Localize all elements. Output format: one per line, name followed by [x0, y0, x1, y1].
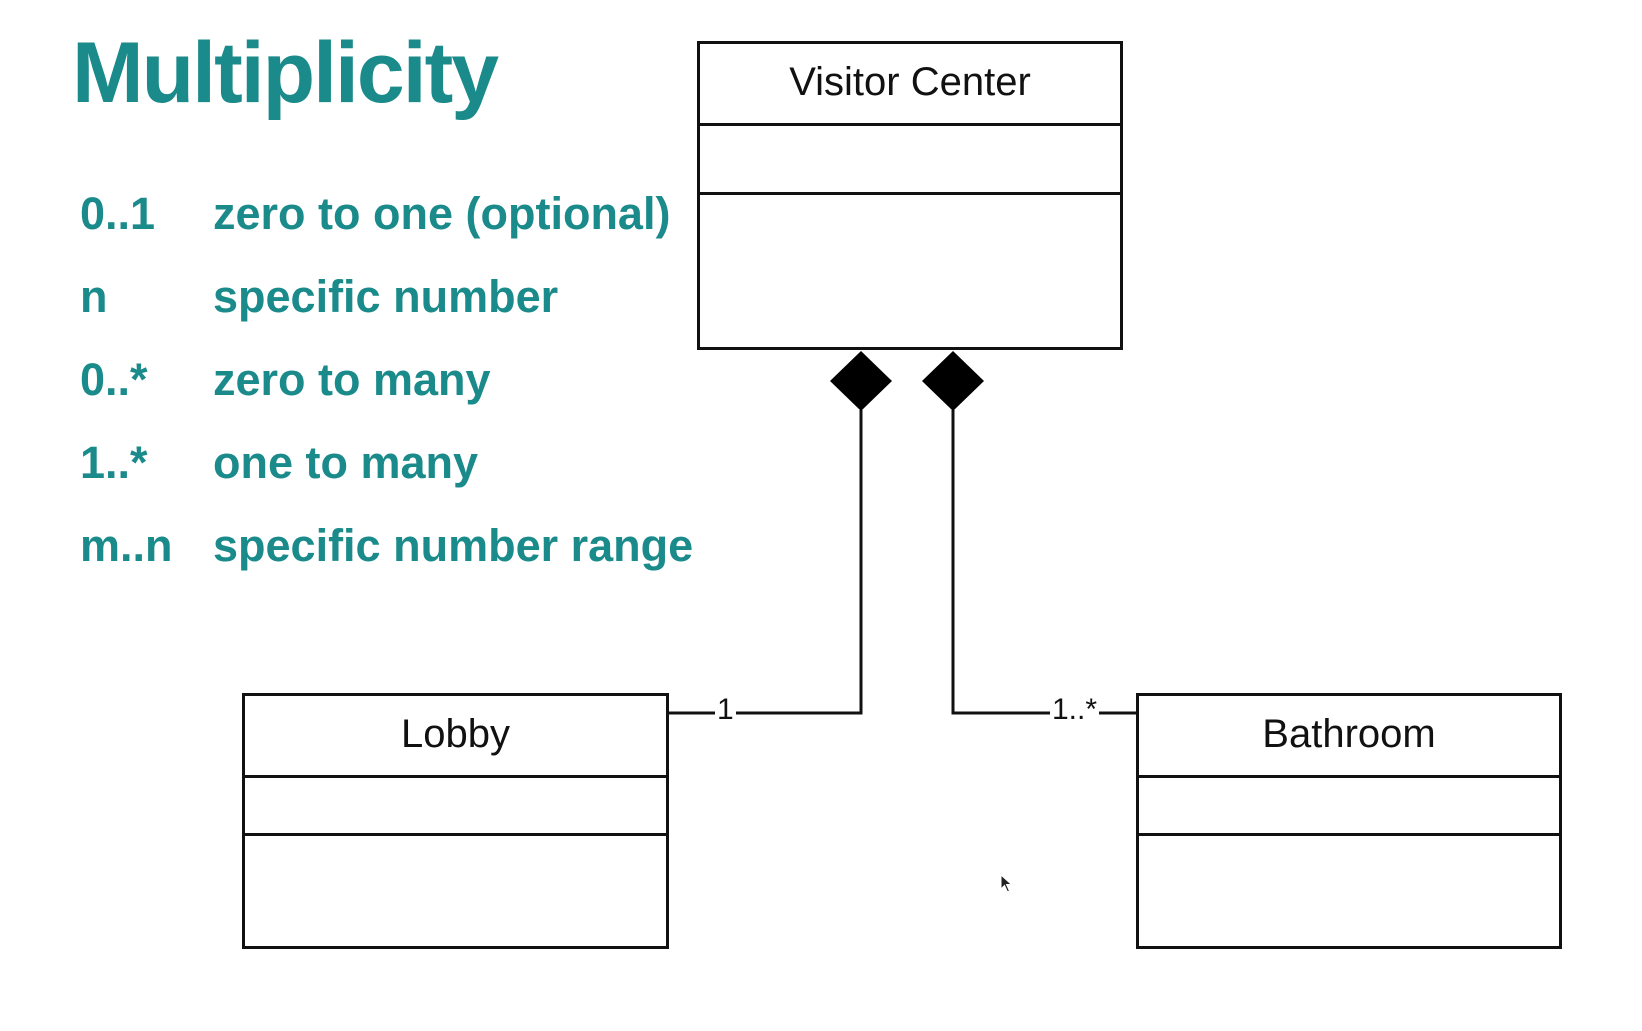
legend-symbol: 0..* [80, 354, 148, 405]
class-name: Lobby [245, 696, 666, 778]
lobby-multiplicity-label: 1 [715, 693, 736, 726]
mouse-cursor-icon [1000, 874, 1013, 893]
bathroom-multiplicity-label: 1..* [1050, 693, 1100, 726]
class-attributes-compartment [1139, 778, 1559, 836]
page-title: Multiplicity [72, 25, 499, 121]
class-attributes-compartment [700, 126, 1120, 195]
legend-symbol: 1..* [80, 437, 148, 488]
bathroom-composition-diamond [922, 351, 984, 411]
legend-symbol: n [80, 271, 108, 322]
legend-description: one to many [213, 437, 479, 488]
bathroom-association-line [951, 410, 1137, 715]
lobby-association-line [668, 410, 863, 715]
class-name: Bathroom [1139, 696, 1559, 778]
legend-symbol: 0..1 [80, 188, 156, 239]
legend-description: zero to many [213, 354, 491, 405]
class-name: Visitor Center [700, 44, 1120, 126]
uml-class-lobby[interactable]: Lobby [242, 693, 669, 949]
legend-description: specific number [213, 271, 559, 322]
class-attributes-compartment [245, 778, 666, 836]
legend-symbol: m..n [80, 520, 173, 571]
legend-description: specific number range [213, 520, 694, 571]
uml-class-bathroom[interactable]: Bathroom [1136, 693, 1562, 949]
legend-description: zero to one (optional) [213, 188, 671, 239]
lobby-composition-diamond [830, 351, 892, 411]
uml-class-visitor-center[interactable]: Visitor Center [697, 41, 1123, 350]
